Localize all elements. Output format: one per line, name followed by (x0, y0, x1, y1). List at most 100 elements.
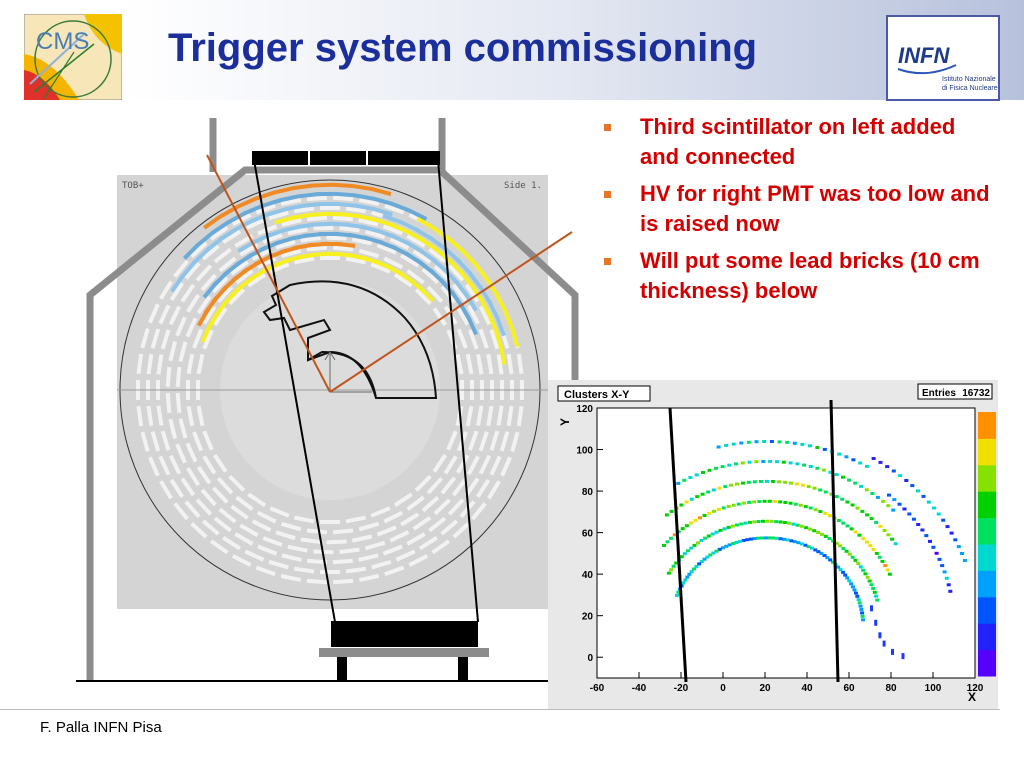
hit-module (312, 221, 333, 227)
tracker-module (165, 392, 172, 414)
entries-label: Entries (922, 388, 956, 399)
tracker-module (389, 237, 410, 250)
histogram-cell (747, 460, 752, 464)
hit-module (455, 258, 473, 276)
histogram-cell (962, 559, 967, 562)
hit-module (473, 262, 490, 281)
tracker-module (464, 477, 480, 497)
histogram-cell (803, 505, 808, 509)
histogram-cell (682, 552, 687, 556)
tracker-module (231, 213, 252, 226)
tracker-module (433, 264, 451, 282)
histogram-cell (684, 500, 689, 504)
histogram-cell (931, 506, 936, 510)
histogram-cell (810, 546, 814, 550)
histogram-cell (825, 556, 830, 560)
histogram-cell (746, 440, 751, 444)
histogram-cell (871, 457, 876, 460)
tracker-module (510, 431, 520, 452)
hit-module (390, 222, 411, 235)
tracker-module (173, 259, 189, 278)
histogram-cell (681, 581, 686, 585)
hit-module (274, 215, 295, 225)
histogram-cell (841, 570, 845, 574)
infn-logo-subtitle-1: Istituto Nazionale (942, 76, 996, 83)
tracker-module (190, 522, 208, 539)
y-tick-label: 100 (576, 446, 593, 457)
histogram-cell (843, 573, 848, 577)
tracker-module (332, 558, 354, 565)
histogram-cell (676, 590, 681, 594)
histogram-cell (851, 458, 856, 462)
hit-module (332, 182, 353, 189)
palette-swatch (978, 504, 996, 519)
tracker-module (268, 559, 289, 570)
y-tick-label: 60 (582, 529, 594, 540)
histogram-cell (710, 532, 715, 536)
histogram-cell (871, 586, 876, 590)
histogram-cell (880, 559, 885, 563)
hit-module (243, 203, 264, 216)
histogram-cell (861, 568, 866, 572)
histogram-cell (864, 540, 869, 544)
histogram-cell (948, 589, 953, 593)
hit-module (420, 237, 440, 253)
tracker-module (306, 245, 328, 252)
hit-module (414, 227, 434, 241)
tracker-module (269, 506, 290, 518)
histogram-cell (774, 536, 779, 540)
histogram-cell (849, 582, 854, 586)
histogram-cell (875, 598, 880, 602)
tracker-module (160, 430, 171, 451)
histogram-cell (724, 443, 729, 447)
hit-module (219, 226, 239, 242)
histogram-cell (808, 465, 813, 468)
bullet-text: Third scintillator on left added and con… (640, 114, 956, 169)
hit-module (374, 217, 395, 228)
histogram-cell (723, 485, 728, 489)
histogram-cell (858, 565, 863, 569)
histogram-cell (859, 608, 864, 611)
bullet-item: HV for right PMT was too low and is rais… (600, 179, 1000, 239)
histogram-cell (844, 455, 849, 459)
histogram-cell (740, 461, 745, 465)
tracker-module (421, 495, 440, 513)
histogram-cell (689, 521, 694, 525)
histogram-cell (665, 540, 670, 544)
histogram-cell (716, 445, 721, 449)
hit-module (458, 270, 475, 289)
tracker-module (476, 405, 484, 426)
tracker-module (202, 455, 217, 475)
histogram-cell (721, 506, 726, 510)
histogram-cell (877, 555, 882, 559)
tracker-module (464, 283, 480, 303)
histogram-cell (731, 442, 736, 446)
histogram-cell (679, 503, 684, 507)
histogram-cell (812, 529, 817, 533)
acceptance-line-left (253, 159, 336, 623)
histogram-cell (792, 441, 797, 445)
y-axis-title: Y (558, 418, 572, 426)
hit-module (196, 230, 215, 247)
tracker-module (358, 553, 379, 562)
tracker-module (146, 353, 154, 375)
histogram-cell (834, 495, 839, 499)
histogram-cell (941, 518, 946, 522)
histogram-cell (739, 441, 744, 445)
palette-swatch (978, 478, 996, 492)
tracker-module (180, 283, 196, 303)
histogram-cell (783, 480, 788, 484)
hit-module (328, 221, 349, 227)
histogram-cell (946, 583, 951, 587)
hit-module (293, 183, 314, 191)
histogram-cell (769, 519, 774, 523)
histogram-cell (759, 480, 763, 483)
histogram-cell (853, 558, 858, 562)
histogram-cell (664, 513, 669, 517)
histogram-cell (760, 536, 764, 540)
histogram-cell (847, 478, 852, 482)
tracker-module (345, 206, 367, 214)
histogram-cell (793, 502, 798, 506)
x-tick-label: 120 (967, 683, 984, 694)
